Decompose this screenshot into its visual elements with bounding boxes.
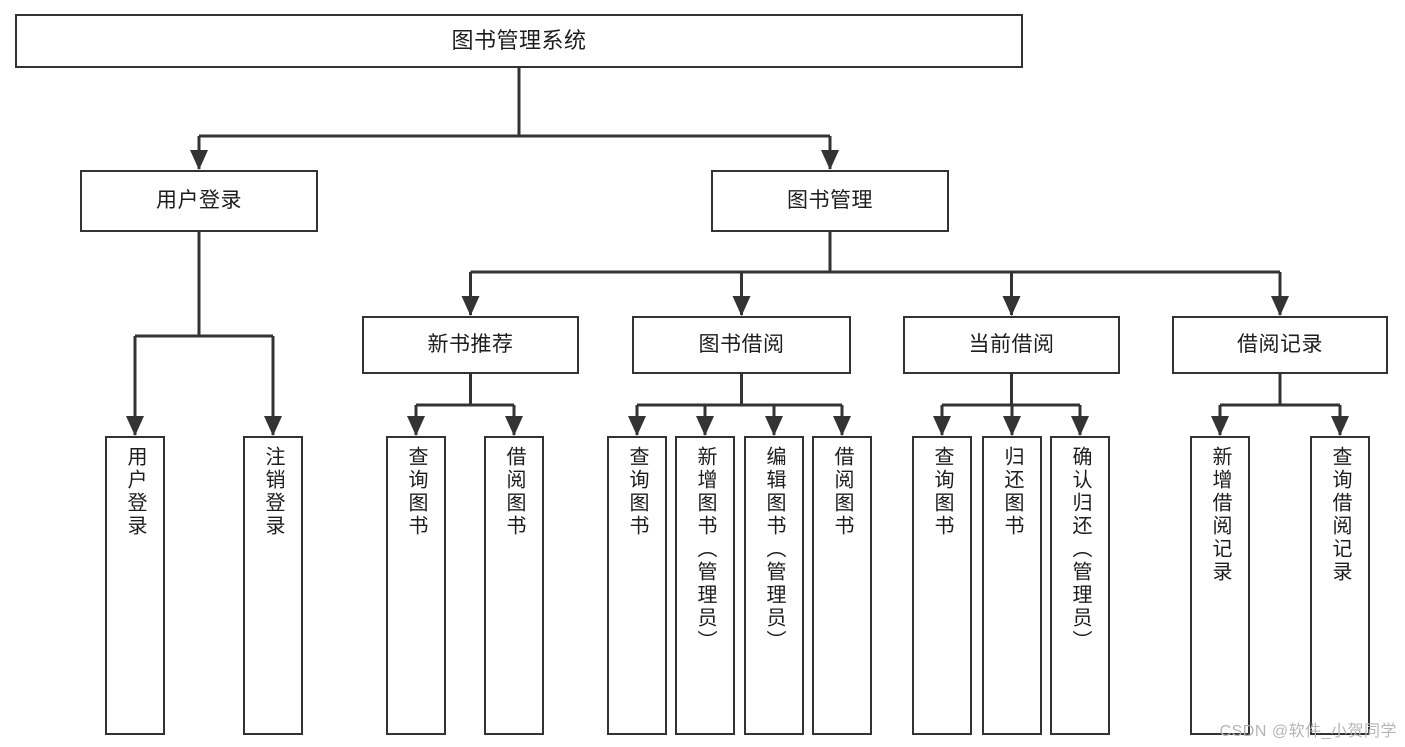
node-leaf-current-return[interactable]: 归还图书 — [982, 436, 1042, 735]
watermark: CSDN @软件_小贺同学 — [1219, 723, 1397, 740]
node-leaf-user-login[interactable]: 用户登录 — [105, 436, 165, 735]
node-new-book-recommend-label: 新书推荐 — [427, 332, 514, 356]
node-leaf-user-logout[interactable]: 注销登录 — [243, 436, 303, 735]
node-leaf-user-logout-label: 注销登录 — [262, 446, 284, 538]
node-leaf-current-query[interactable]: 查询图书 — [912, 436, 972, 735]
node-leaf-borrow-edit[interactable]: 编辑图书（管理员） — [744, 436, 804, 735]
node-root-label: 图书管理系统 — [451, 28, 587, 54]
node-book-management[interactable]: 图书管理 — [711, 170, 949, 232]
node-leaf-current-confirm-label: 确认归还（管理员） — [1069, 446, 1091, 653]
node-leaf-borrow-edit-label: 编辑图书（管理员） — [763, 446, 785, 653]
node-leaf-borrow-query-label: 查询图书 — [626, 446, 648, 538]
node-leaf-record-query[interactable]: 查询借阅记录 — [1310, 436, 1370, 735]
node-user-login[interactable]: 用户登录 — [80, 170, 318, 232]
node-root[interactable]: 图书管理系统 — [15, 14, 1023, 68]
node-leaf-borrow-borrow-label: 借阅图书 — [831, 446, 853, 538]
node-leaf-borrow-borrow[interactable]: 借阅图书 — [812, 436, 872, 735]
node-leaf-newbook-borrow[interactable]: 借阅图书 — [484, 436, 544, 735]
node-leaf-borrow-add[interactable]: 新增图书（管理员） — [675, 436, 735, 735]
node-new-book-recommend[interactable]: 新书推荐 — [362, 316, 579, 374]
node-user-login-label: 用户登录 — [156, 188, 242, 212]
node-leaf-current-confirm[interactable]: 确认归还（管理员） — [1050, 436, 1110, 735]
node-leaf-current-query-label: 查询图书 — [931, 446, 953, 538]
node-leaf-newbook-borrow-label: 借阅图书 — [503, 446, 525, 538]
node-leaf-user-login-label: 用户登录 — [124, 446, 146, 538]
node-leaf-newbook-query-label: 查询图书 — [405, 446, 427, 538]
node-book-management-label: 图书管理 — [787, 188, 873, 212]
node-book-borrow-label: 图书借阅 — [698, 332, 785, 356]
node-leaf-borrow-query[interactable]: 查询图书 — [607, 436, 667, 735]
node-leaf-record-add-label: 新增借阅记录 — [1209, 446, 1231, 584]
node-borrow-records-label: 借阅记录 — [1237, 332, 1323, 356]
node-current-borrow-label: 当前借阅 — [968, 332, 1055, 356]
node-leaf-borrow-add-label: 新增图书（管理员） — [694, 446, 716, 653]
node-leaf-newbook-query[interactable]: 查询图书 — [386, 436, 446, 735]
node-current-borrow[interactable]: 当前借阅 — [903, 316, 1120, 374]
node-book-borrow[interactable]: 图书借阅 — [632, 316, 851, 374]
node-leaf-current-return-label: 归还图书 — [1001, 446, 1023, 538]
node-leaf-record-add[interactable]: 新增借阅记录 — [1190, 436, 1250, 735]
node-leaf-record-query-label: 查询借阅记录 — [1329, 446, 1351, 584]
node-borrow-records[interactable]: 借阅记录 — [1172, 316, 1388, 374]
